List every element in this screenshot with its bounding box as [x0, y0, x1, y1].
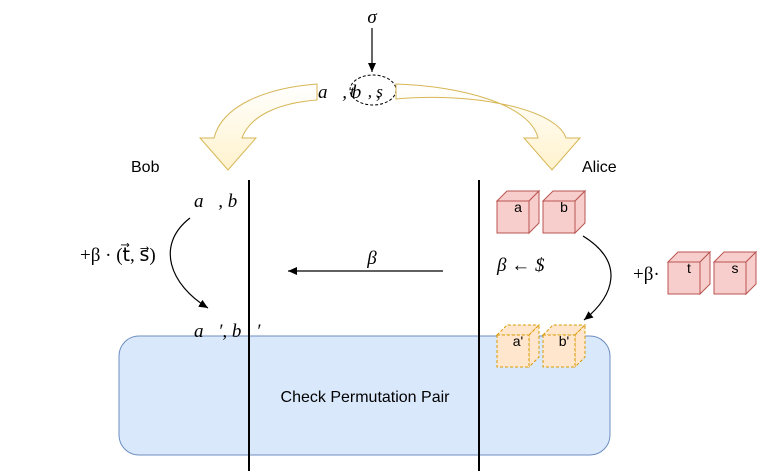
bob-result-label: a⃗′, b⃗′ — [194, 321, 261, 342]
cube-a: a — [495, 189, 541, 235]
cube-t-label: t — [687, 260, 691, 276]
check-permutation-label: Check Permutation Pair — [281, 389, 451, 406]
cube-s: s — [712, 250, 758, 296]
curved-arrow-to-bob — [198, 83, 318, 171]
alice-curved-arrow — [582, 235, 612, 321]
curved-arrow-to-alice — [395, 83, 582, 171]
cube-b-prime: b' — [541, 323, 587, 369]
cube-s-label: s — [732, 260, 739, 276]
cube-a-prime-label: a' — [513, 333, 523, 349]
sigma-label: σ — [367, 7, 377, 28]
alice-label: Alice — [582, 159, 617, 176]
cube-b-label: b — [560, 199, 568, 215]
cube-a-label: a — [514, 199, 522, 215]
cube-b: b — [541, 189, 587, 235]
top-vectors-label: a⃗, b⃗, — [318, 82, 381, 103]
bob-vectors-label: a⃗, b⃗ — [194, 191, 252, 212]
alice-sample-label: β ← $ — [496, 255, 545, 276]
alice-add-label: +β· — [633, 264, 660, 285]
bob-label: Bob — [131, 159, 160, 176]
top-hidden-label: t⃗, s⃗ — [350, 82, 396, 101]
beta-message-label: β — [366, 248, 377, 269]
cube-t: t — [666, 250, 712, 296]
cube-a-prime: a' — [495, 323, 541, 369]
bob-add-label: +β · (t⃗, s⃗) — [80, 243, 156, 266]
check-permutation-box — [118, 335, 611, 456]
cube-b-prime-label: b' — [559, 333, 569, 349]
bob-curved-arrow — [169, 217, 209, 309]
